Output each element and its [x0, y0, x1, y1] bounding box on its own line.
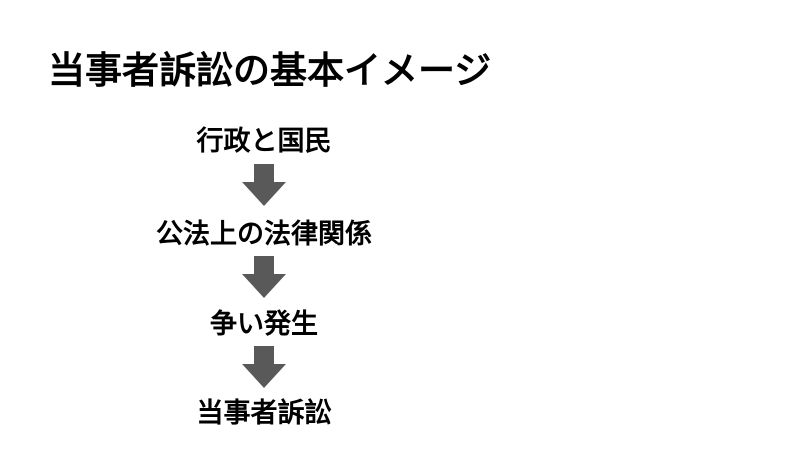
down-arrow-icon: [242, 164, 286, 206]
flow-step-public-law-relationship: 公法上の法律関係: [156, 219, 372, 250]
slide-title: 当事者訴訟の基本イメージ: [48, 49, 492, 92]
down-arrow-icon: [242, 256, 286, 298]
flow-step-dispute-arises: 争い発生: [210, 309, 318, 340]
down-arrow-icon: [242, 346, 286, 388]
flow-step-party-litigation: 当事者訴訟: [196, 398, 332, 429]
flow-step-administration-and-citizen: 行政と国民: [196, 126, 332, 157]
